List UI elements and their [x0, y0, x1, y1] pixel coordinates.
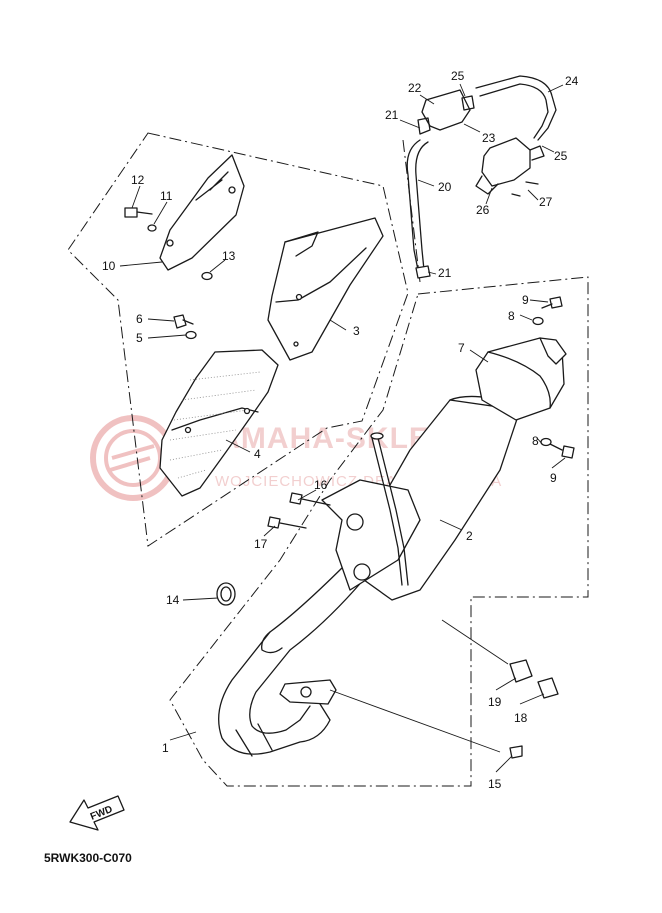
part-air-induction	[406, 75, 557, 279]
leader-lines	[119, 83, 566, 773]
heat-shield-outline	[67, 132, 409, 547]
callout-16: 16	[314, 478, 328, 492]
callout-11: 11	[160, 189, 173, 203]
callout-9a: 9	[522, 293, 529, 307]
part-screw-6-washer-5	[173, 314, 197, 340]
callout-2: 2	[466, 529, 473, 543]
callout-1: 1	[162, 741, 169, 755]
callout-12: 12	[131, 173, 145, 187]
callout-6: 6	[136, 312, 143, 326]
callout-4: 4	[254, 447, 261, 461]
callout-20: 20	[438, 180, 452, 194]
callout-8a: 8	[508, 309, 515, 323]
callout-17: 17	[254, 537, 268, 551]
callout-3: 3	[353, 324, 360, 338]
part-muffler	[321, 395, 521, 601]
callout-8b: 8	[532, 434, 539, 448]
callout-26: 26	[476, 203, 490, 217]
diagram-code: 5RWK300-C070	[44, 851, 132, 865]
callout-19: 19	[488, 695, 502, 709]
part-exhaust-pipe	[216, 559, 371, 757]
callout-5: 5	[136, 331, 143, 345]
callout-18: 18	[514, 711, 528, 725]
part-protector-3	[267, 217, 384, 361]
part-end-cap	[475, 337, 567, 421]
callout-10: 10	[102, 259, 116, 273]
callout-25b: 25	[554, 149, 568, 163]
callout-22: 22	[408, 81, 422, 95]
muffler-outline	[169, 276, 589, 787]
callout-13: 13	[222, 249, 236, 263]
callout-25a: 25	[451, 69, 465, 83]
callout-21b: 21	[438, 266, 452, 280]
callout-numbers: 1 2 3 4 5 6 7 8 8 9 9 10 11 12 13 14 15 …	[102, 69, 579, 791]
part-protector-4	[159, 349, 279, 497]
part-fasteners	[267, 296, 575, 759]
fwd-arrow: FWD	[69, 795, 125, 831]
callout-14: 14	[166, 593, 180, 607]
callout-7: 7	[458, 341, 465, 355]
callout-24: 24	[565, 74, 579, 88]
callout-9b: 9	[550, 471, 557, 485]
callout-21a: 21	[385, 108, 399, 122]
callout-23: 23	[482, 131, 496, 145]
part-protector-upper	[124, 154, 245, 281]
callout-15: 15	[488, 777, 502, 791]
callout-27: 27	[539, 195, 553, 209]
